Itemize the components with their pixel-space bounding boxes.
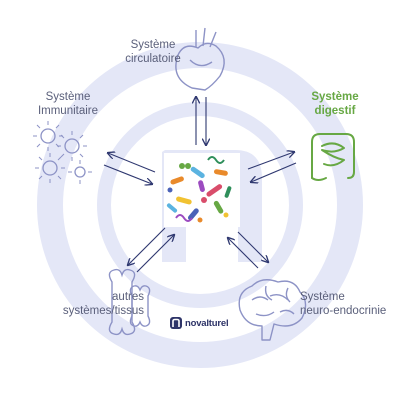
label-line: Système bbox=[130, 39, 176, 51]
brand-logo-mark bbox=[170, 317, 182, 329]
bacteria-rod bbox=[190, 166, 205, 179]
watermark-logo bbox=[37, 42, 363, 368]
brand-logo: novalturel bbox=[170, 315, 240, 331]
label-line: systèmes/tissus bbox=[62, 305, 144, 317]
arrow-from-immune bbox=[103, 164, 152, 184]
label-line: Système bbox=[45, 91, 91, 103]
brain-icon bbox=[238, 279, 307, 341]
label-line: Système bbox=[300, 291, 345, 303]
label-line: Système bbox=[311, 91, 359, 103]
microbiota-illustration bbox=[164, 153, 240, 227]
arrow-from-neuro bbox=[228, 238, 259, 269]
bacteria-rod bbox=[176, 196, 192, 205]
bacteria-rod bbox=[224, 186, 232, 198]
arrow-to-neuro bbox=[237, 231, 268, 262]
bacteria-coccus bbox=[223, 212, 229, 218]
arrow-from-other bbox=[136, 235, 174, 273]
bacteria-rod bbox=[206, 184, 223, 197]
arrow-to-immune bbox=[108, 153, 156, 173]
arrow-to-digestive bbox=[247, 152, 294, 170]
bacteria-coccus bbox=[185, 163, 191, 169]
bacteria-coccus bbox=[179, 163, 185, 169]
arrow-to-other bbox=[128, 227, 166, 265]
intestine-icon bbox=[311, 133, 355, 181]
heart-icon bbox=[175, 27, 225, 91]
label-line: Immunitaire bbox=[37, 105, 99, 117]
label-circulatory-system: Système circulatoire bbox=[108, 38, 198, 66]
bacteria-rod bbox=[166, 203, 178, 213]
label-line: circulatoire bbox=[125, 53, 181, 65]
label-line: autres bbox=[112, 291, 144, 303]
bacteria-coccus bbox=[167, 187, 173, 193]
bacteria-coccus bbox=[201, 197, 207, 203]
bacteria-rod bbox=[198, 180, 205, 193]
bacteria-rod bbox=[213, 169, 228, 176]
bone-icon bbox=[108, 268, 151, 336]
label-neuro-endocrine-system: Système neuro-endocrinie bbox=[300, 290, 400, 318]
label-immune-system: Système Immunitaire bbox=[26, 90, 110, 118]
bacteria-rod bbox=[213, 200, 224, 214]
bacteria-rod bbox=[187, 208, 199, 221]
label-line: neuro-endocrinie bbox=[300, 305, 387, 317]
bacteria-rod bbox=[170, 176, 184, 185]
arrows bbox=[103, 97, 297, 273]
virus-cells-icon bbox=[33, 121, 92, 184]
bacteria-spiral bbox=[175, 214, 193, 222]
brand-name: novalturel bbox=[185, 317, 229, 329]
bacteria-spiral bbox=[207, 156, 225, 164]
label-digestive-system: Système digestif bbox=[296, 90, 374, 118]
label-line: digestif bbox=[314, 105, 356, 117]
arrow-from-digestive bbox=[251, 162, 297, 182]
bacteria-coccus bbox=[197, 217, 203, 223]
label-other-systems: autres systèmes/tissus bbox=[52, 290, 144, 318]
